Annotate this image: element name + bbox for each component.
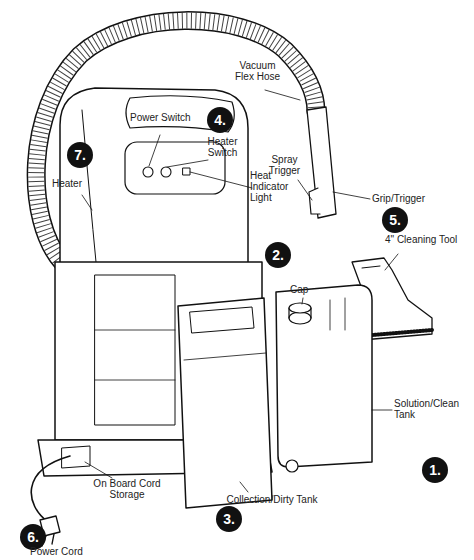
tool-slot (362, 266, 380, 268)
power-cord (31, 456, 70, 522)
leader-line (333, 192, 370, 199)
leader-line (265, 90, 300, 100)
callout-badge: 4. (207, 107, 233, 133)
callout-badge: 1. (422, 457, 448, 483)
heater-edge (82, 110, 96, 262)
bay-lines (95, 330, 175, 380)
leader-line (149, 135, 160, 166)
callout-number: 7. (67, 142, 93, 168)
part-label: On Board Cord Storage (92, 478, 162, 500)
callout-number: 3. (216, 506, 242, 532)
tank-bay (95, 275, 175, 425)
callout-circle (265, 242, 291, 268)
hose-fill (36, 21, 316, 262)
callout-number: 5. (382, 207, 408, 233)
leader-line (240, 482, 248, 492)
grip (307, 107, 336, 218)
leader-line (82, 195, 92, 210)
carry-handle (126, 96, 234, 132)
solution-tank (276, 285, 372, 467)
leader-line (372, 410, 392, 411)
tank-wheel (286, 460, 298, 472)
spray-trigger (309, 188, 320, 214)
part-label: Solution/Clean Tank (394, 398, 464, 420)
part-label: 4" Cleaning Tool (385, 234, 460, 245)
leader-line (385, 254, 398, 270)
callout-number: 2. (265, 242, 291, 268)
hose-ribs (36, 21, 316, 262)
callout-number: 1. (422, 457, 448, 483)
heater-knob (161, 167, 171, 177)
leader-line (190, 172, 252, 188)
callout-circle (207, 107, 233, 133)
part-label: Heater (52, 178, 102, 189)
part-label: Heater Switch (200, 136, 245, 158)
callout-badge: 7. (67, 142, 93, 168)
callout-badge: 3. (216, 506, 242, 532)
callout-circle (422, 457, 448, 483)
part-label: Power Switch (130, 112, 200, 123)
tank-cap (289, 312, 311, 324)
part-label: Heat Indicator Light (250, 170, 300, 203)
part-label: Vacuum Flex Hose (230, 60, 285, 82)
hose-outline (36, 21, 316, 262)
leader-lines (82, 90, 398, 492)
leader-line (298, 180, 312, 200)
part-label: Power Cord (30, 546, 110, 557)
part-label: Grip/Trigger (372, 193, 452, 204)
callout-number: 4. (207, 107, 233, 133)
machine-head (60, 88, 248, 262)
collection-opening (190, 307, 254, 333)
leader-line (302, 298, 303, 304)
callout-circle (216, 506, 242, 532)
callout-badge: 2. (265, 242, 291, 268)
leader-line (85, 462, 112, 478)
indicator-light (183, 168, 190, 175)
power-knob (143, 167, 153, 177)
part-label: Cap (290, 284, 320, 295)
collection-seam (184, 353, 266, 360)
collection-tank (178, 298, 272, 508)
leader-line (167, 160, 208, 167)
callout-badge: 5. (382, 207, 408, 233)
cap-top (289, 303, 311, 313)
callout-circle (382, 207, 408, 233)
tank-ribs (330, 298, 345, 330)
part-label: Collection/Dirty Tank (222, 494, 322, 505)
callout-circle (67, 142, 93, 168)
